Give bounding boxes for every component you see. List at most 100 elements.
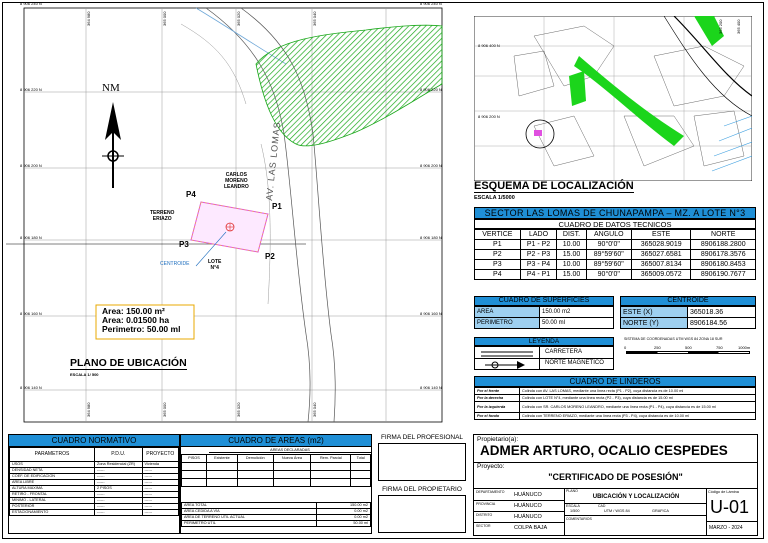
cell: P2 - P3 <box>519 249 558 260</box>
col-header: ANGULO <box>585 229 632 240</box>
lamina-label: Código de Lámina <box>708 490 739 494</box>
datos-tecnicos-title: CUADRO DE DATOS TECNICOS <box>474 219 756 229</box>
location-map: 8 906 400 N 8 906 200 N 365 200 365 400 … <box>470 10 760 210</box>
cell: ESTE (X) <box>620 306 688 318</box>
cell: AREA <box>474 306 540 318</box>
vertex-label: P4 <box>186 190 196 199</box>
sector-title: SECTOR LAS LOMAS DE CHUNAPAMPA – MZ. A L… <box>474 207 756 219</box>
normativo-title: CUADRO NORMATIVO <box>9 435 179 447</box>
cell: P1 <box>474 239 521 250</box>
top-coord: 365 000 <box>162 11 167 26</box>
centroid-label: CENTROIDE <box>160 261 190 267</box>
bottom-coord: 365 000 <box>162 402 167 417</box>
cell: PERIMETRO <box>474 317 540 329</box>
cell: P4 - P1 <box>519 269 558 280</box>
right-coord: 8 906 240 N <box>420 1 442 6</box>
top-coord: 365 020 <box>236 11 241 26</box>
areas-table: PISOS Existente Demolición Nueva Área Re… <box>181 454 371 487</box>
dept-label: DEPARTAMENTO <box>476 490 505 494</box>
cell: Colinda con LOTE N°4, mediante una línea… <box>519 394 756 402</box>
cell: Colinda con TERRENO ERIAZO, mediante una… <box>519 412 756 420</box>
signature-professional: FIRMA DEL PROFESIONAL <box>374 434 470 484</box>
neighbor-owner-label: CARLOS MORENO LEANDRO <box>224 172 249 190</box>
location-scale: ESCALA 1/5000 <box>474 195 515 201</box>
cell: PERIMETRO UTIL <box>181 520 317 527</box>
cell: 50.00 ml <box>539 317 614 329</box>
signature-professional-label: FIRMA DEL PROFESIONAL <box>380 434 464 441</box>
dept-value: HUÁNUCO <box>514 514 542 520</box>
cell: ------ <box>94 509 143 516</box>
table-row: ESTE (X)365018.36 <box>620 306 756 318</box>
centroide-title: CENTROIDE <box>620 296 756 306</box>
dept-label: PROVINCIA <box>476 502 496 506</box>
cell: ESTACIONAMIENTO <box>9 509 95 516</box>
cell: 10.00 <box>556 259 587 270</box>
area-box: Area: 150.00 m² Area: 0.01500 ha Perimet… <box>102 307 180 334</box>
cell: P1 - P2 <box>519 239 558 250</box>
project-label: Proyecto: <box>477 463 505 470</box>
col-header: P.D.U. <box>94 447 143 462</box>
north-label: NM <box>102 82 120 94</box>
table-header: VERTICE LADO DIST. ANGULO ESTE NORTE <box>474 229 756 240</box>
normativo-block: CUADRO NORMATIVO PARAMETROS P.D.U. PROYE… <box>8 434 180 534</box>
vertex-label: P1 <box>272 202 282 211</box>
top-coord: 365 040 <box>312 11 317 26</box>
table-row: ESTACIONAMIENTO------------ <box>9 509 180 516</box>
left-coord: 8 906 220 N <box>20 87 42 92</box>
cell: 10.00 <box>556 239 587 250</box>
scale-tick: 1000m <box>738 345 751 350</box>
fecha: MARZO - 2024 <box>709 525 743 531</box>
left-coord: 8 906 140 N <box>20 385 42 390</box>
dept-value: COLPA BAJA <box>514 525 548 531</box>
cad-label: CAD <box>598 504 606 508</box>
cell: Zona Residencial (ZR) <box>94 461 143 468</box>
vertex-label: P2 <box>265 252 275 261</box>
cell: 89°59'60" <box>585 259 632 270</box>
table-header: PARAMETROS P.D.U. PROYECTO <box>9 447 180 462</box>
centroide-table: ESTE (X)365018.36 NORTE (Y)8906184.56 <box>620 306 756 329</box>
cell: 89°59'60" <box>585 249 632 260</box>
plan-scale: ESCALA 1/ 500 <box>70 372 99 377</box>
top-coord: 364 980 <box>86 11 91 26</box>
project-name: "CERTIFICADO DE POSESIÓN" <box>548 472 683 482</box>
cell: Por la izquierda <box>474 401 520 413</box>
areas-subheader: AREAS DECLARADAS <box>209 448 371 453</box>
cell: P3 <box>474 259 521 270</box>
cell: Por el frente <box>474 387 520 395</box>
plano-label: PLANO <box>566 489 578 493</box>
right-coord: 8 906 160 N <box>420 311 442 316</box>
grafica: GRAFICA <box>652 509 669 513</box>
leyenda-title: LEYENDA <box>474 337 614 346</box>
owner-name: ADMER ARTURO, OCALIO CESPEDES <box>480 443 728 458</box>
cell: 8906188.2800 <box>690 239 756 250</box>
cell: 365027.6581 <box>630 249 692 260</box>
leyenda-box: CARRETERA NORTE MAGNETICO <box>474 346 614 370</box>
cell: 15.00 <box>556 269 587 280</box>
legend-north: NORTE MAGNETICO <box>545 360 604 366</box>
cell: 150.00 m2 <box>539 306 614 318</box>
lote-label: LOTE N°4 <box>208 259 222 271</box>
cell: Colinda con SR. CARLOS MORENO LEANDRO, m… <box>519 401 756 413</box>
areas-title: CUADRO DE AREAS (m2) <box>181 435 371 447</box>
cell: P3 - P4 <box>519 259 558 270</box>
cell: NORTE (Y) <box>620 317 688 329</box>
escala-label: ESCALA <box>566 504 580 508</box>
table-header: PISOS Existente Demolición Nueva Área Re… <box>181 454 371 463</box>
cell: P4 <box>474 269 521 280</box>
mini-top-coord: 365 400 <box>736 19 741 34</box>
cell: 365028.9019 <box>630 239 692 250</box>
col-header: PISOS <box>181 454 207 463</box>
owner-label: Propietario(a): <box>477 436 519 443</box>
scale-tick: 500 <box>685 345 692 350</box>
